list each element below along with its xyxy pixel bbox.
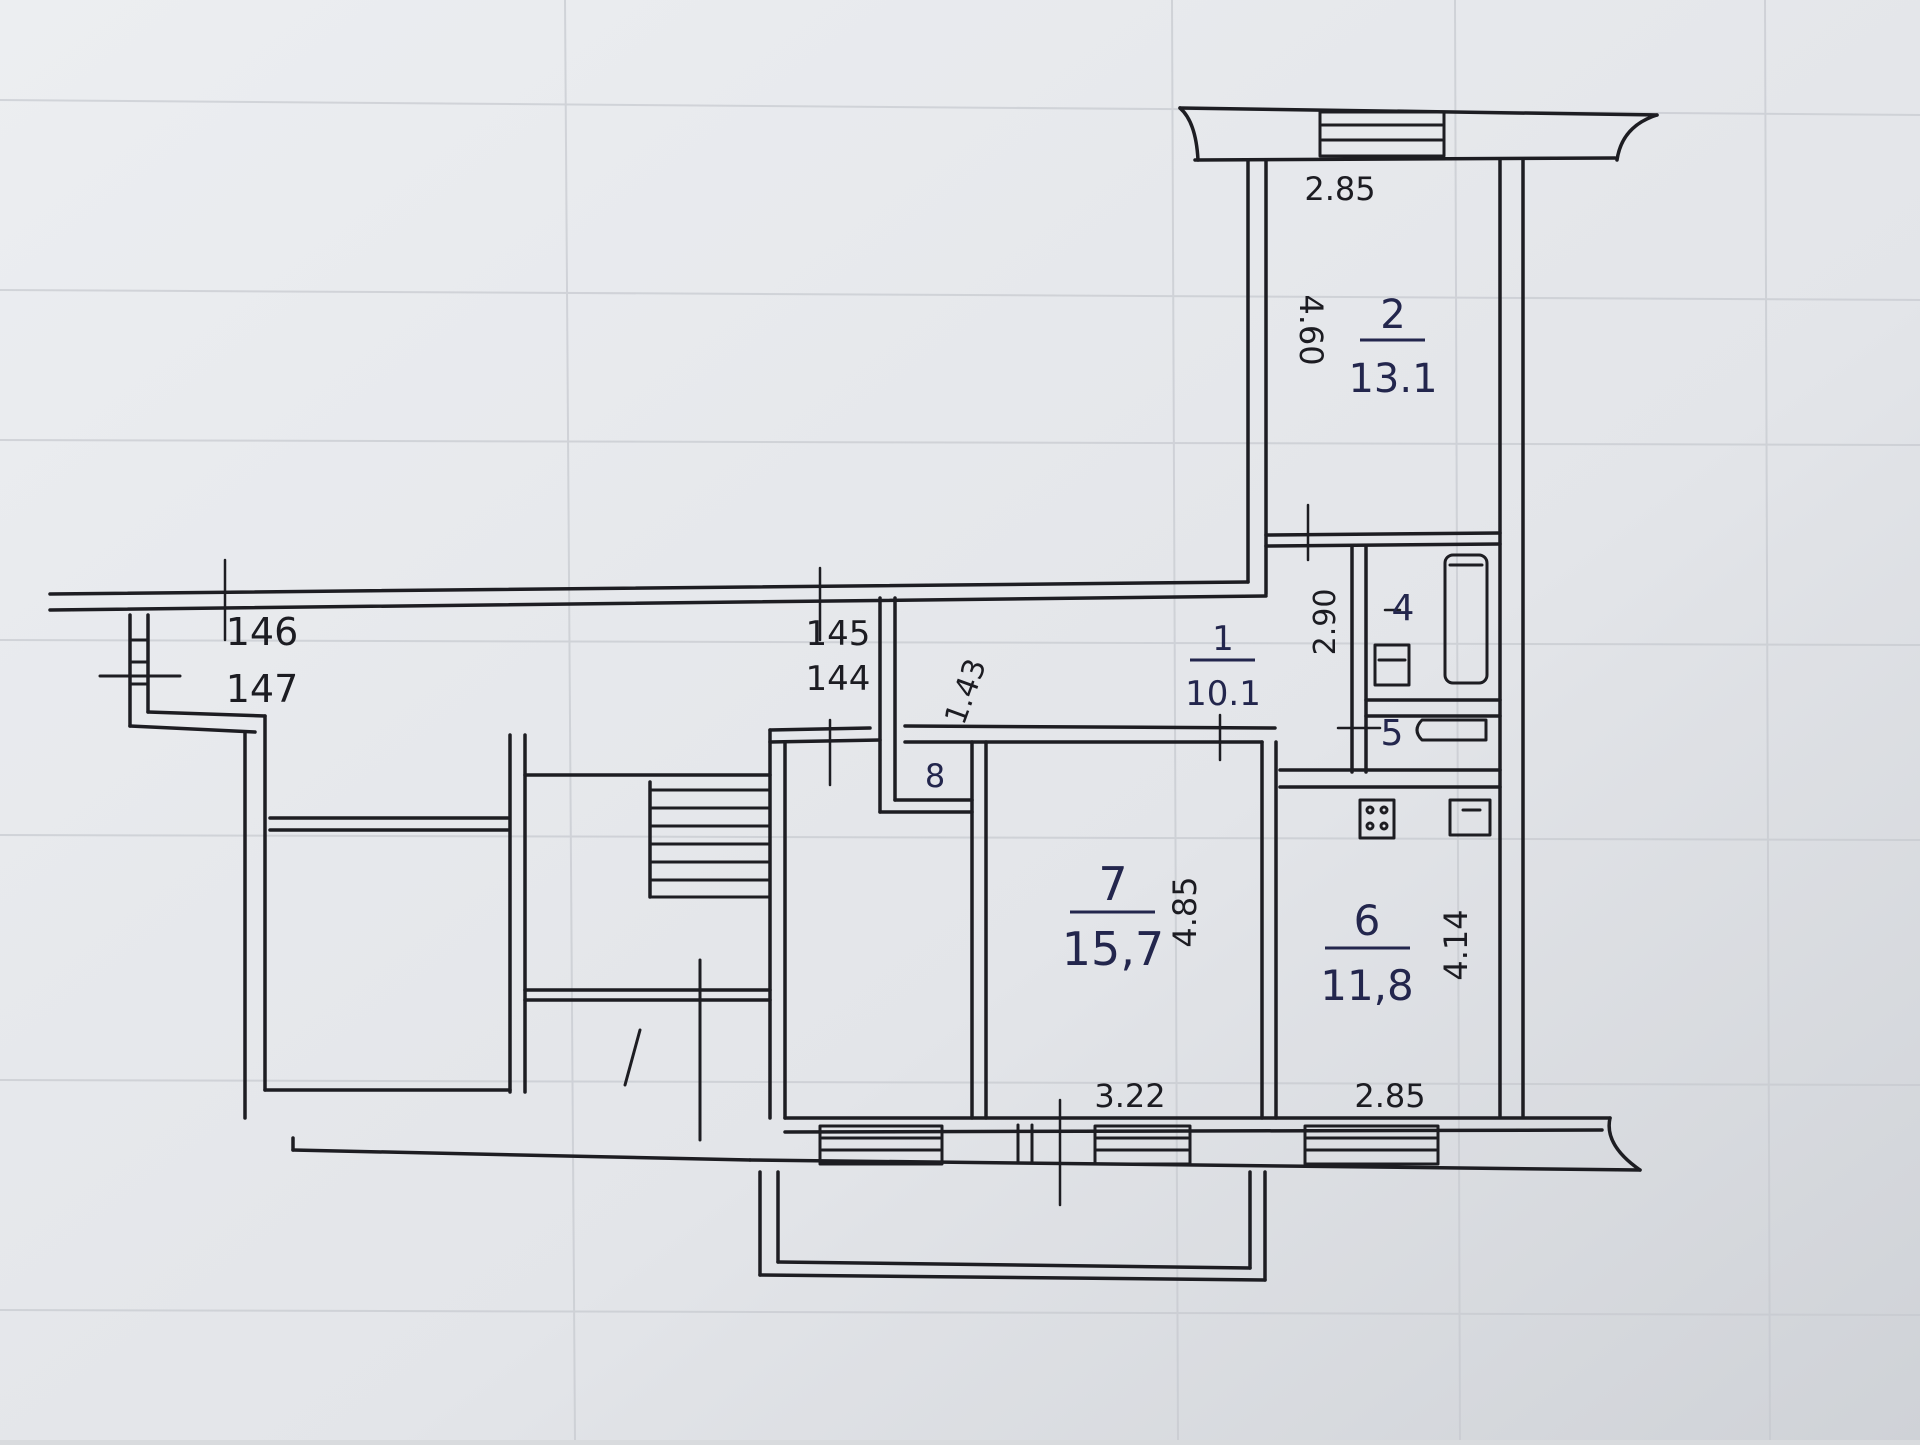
dim-room2-length: 4.60 [1292,294,1330,365]
washbasin [1373,643,1411,687]
stove [1358,798,1396,840]
toilet [1415,718,1488,742]
room-1-label: 1 10.1 [1185,619,1261,714]
room-2-number: 2 [1380,292,1405,338]
bathtub [1443,553,1489,685]
room-1-number: 1 [1212,619,1234,659]
room-2-area: 13.1 [1348,356,1437,402]
window-left-room [818,1124,944,1166]
room-6-number: 6 [1354,896,1381,945]
dim-room2-width: 2.85 [1304,170,1375,208]
room-6-area: 11,8 [1320,961,1414,1010]
room-5-number: 5 [1381,713,1404,754]
room-2-label: 2 13.1 [1348,292,1437,402]
dim-room6-width: 2.85 [1354,1077,1425,1115]
dim-room6-length: 4.14 [1437,909,1475,980]
dimension-labels: 2.85 4.60 2.90 4.85 3.22 4.14 2.85 1.43 [938,170,1475,1115]
room-4-number: 4 [1392,588,1415,629]
dim-bath-length: 2.90 [1308,589,1343,656]
neighbor-marks: 146 147 145 144 [226,610,871,711]
room-6-label: 6 11,8 [1320,896,1414,1010]
mark-145: 145 [806,614,871,654]
fixtures [1358,553,1492,840]
room-7-number: 7 [1098,857,1127,911]
room-labels: 2 13.1 1 10.1 4 5 6 11,8 7 15,7 8 [925,292,1438,1010]
dim-room7-width: 3.22 [1094,1077,1165,1115]
walls [48,106,1659,1282]
window-room-6 [1303,1124,1440,1166]
mark-147: 147 [226,667,299,711]
window-room-2 [1318,110,1446,158]
sink [1448,798,1492,837]
dim-room7-length: 4.85 [1166,876,1204,947]
room-7-area: 15,7 [1062,922,1164,976]
window-room-7 [1093,1124,1192,1166]
mark-146: 146 [226,610,299,654]
mark-144: 144 [806,659,871,699]
room-1-area: 10.1 [1185,674,1261,714]
windows [818,110,1446,1166]
dimension-ticks [223,503,1402,1207]
staircase-treads [623,788,772,1142]
room-8-number: 8 [925,757,945,795]
neighbor-stair-steps [98,638,182,686]
room-7-label: 7 15,7 [1062,857,1164,976]
